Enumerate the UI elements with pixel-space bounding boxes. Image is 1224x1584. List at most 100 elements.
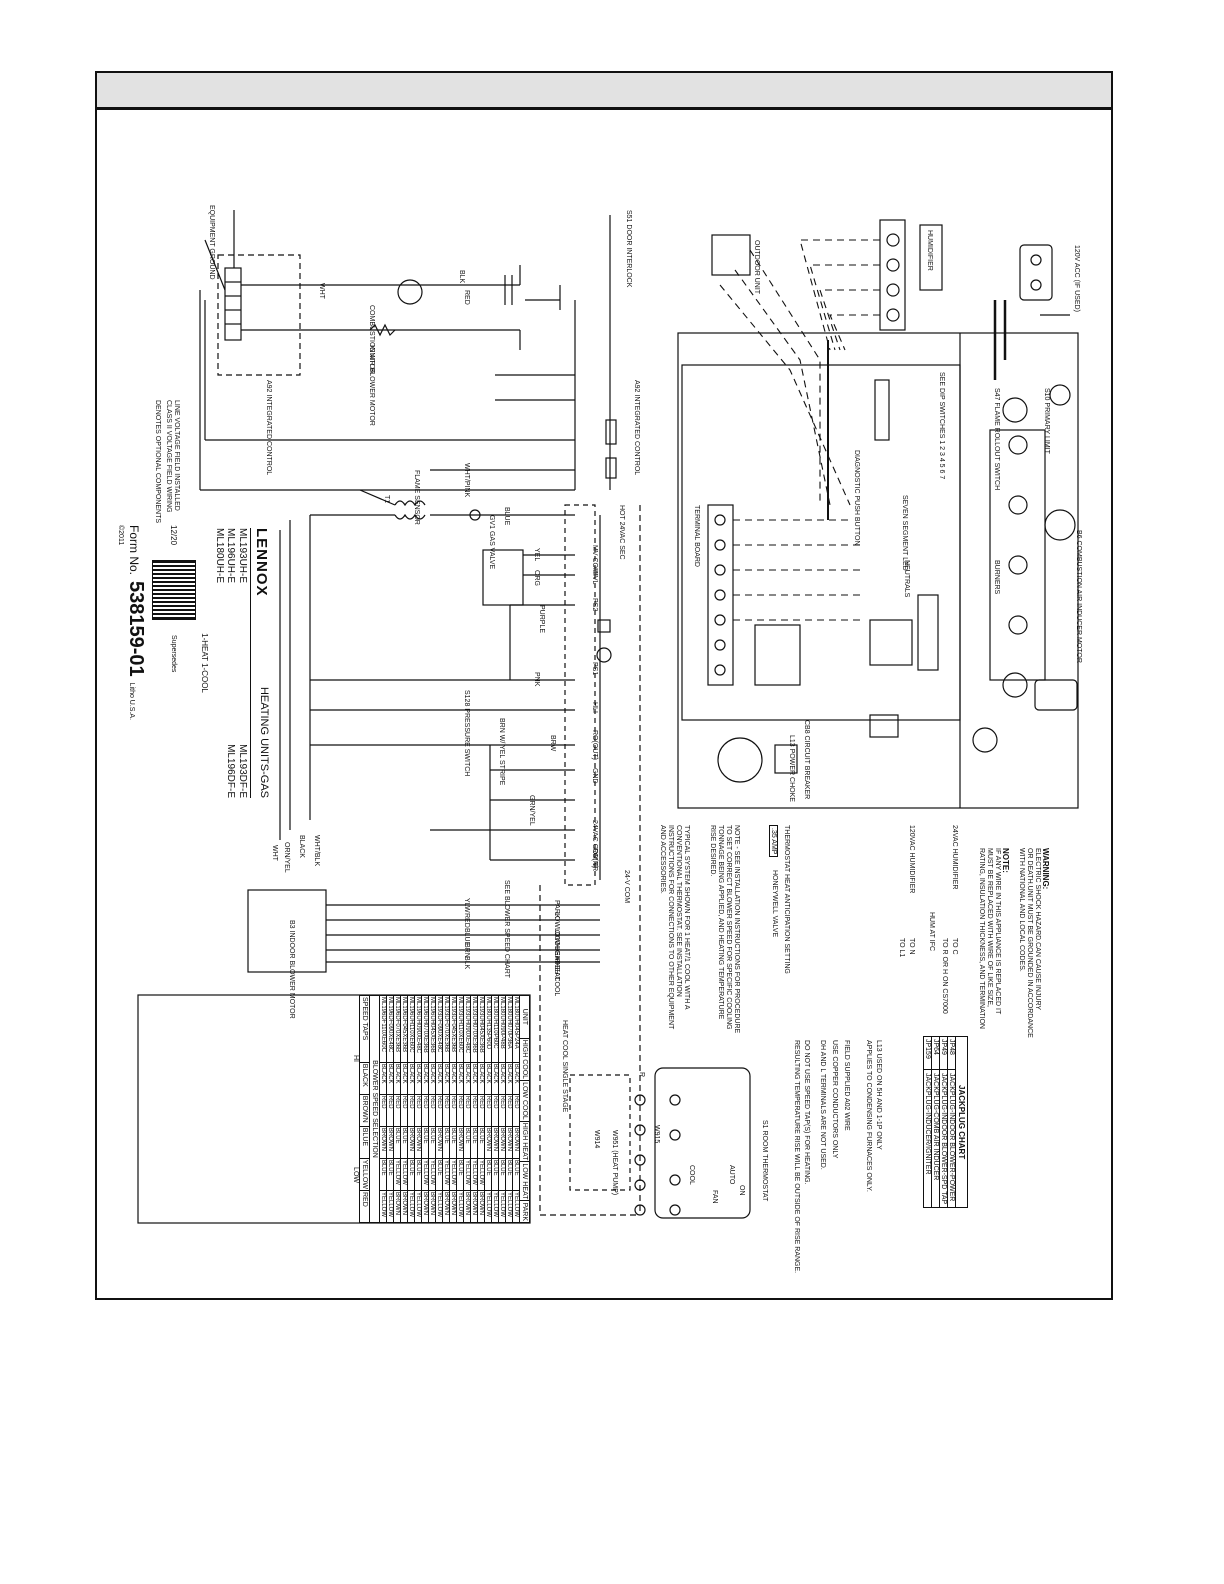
speed-tap: YELLOW	[360, 1158, 369, 1191]
speed-tap: BROWN	[360, 1094, 369, 1127]
primary-limit-label: S10 PRIMARY LIMIT	[1043, 388, 1050, 454]
speed-cell: BROWN	[450, 1191, 456, 1215]
bottom-note: CONVENTIONAL THERMOSTAT. SEE INSTALLATIO…	[674, 825, 682, 997]
speed-cell: BLUE	[380, 1158, 386, 1191]
blower-wire: BLK	[463, 956, 470, 970]
unit-model: ML196UH070XE36B	[422, 996, 428, 1063]
see-blower-chart: SEE BLOWER SPEED CHART	[503, 880, 510, 978]
wire-label: WHT	[318, 283, 325, 299]
speed-cell: BLACK	[499, 1062, 505, 1095]
note-line: IF ANY WIRE IN THIS APPLIANCE IS REPLACE…	[993, 848, 1001, 1015]
speed-tap: BLUE	[360, 1126, 369, 1159]
unit-model: ML196DF045XE36B	[401, 996, 407, 1063]
ignitor-label: IGNITOR	[368, 345, 375, 375]
speed-cell: BLACK	[450, 1062, 456, 1095]
footnote: L13 USED ON 5H AND 1-1P ONLY	[875, 1040, 882, 1150]
speed-cell: YELLOW	[506, 1191, 512, 1217]
legend-line-voltage: LINE VOLTAGE FIELD INSTALLED	[173, 400, 180, 511]
unit-model: ML180UH070P36A	[506, 996, 512, 1063]
speed-cell: BLUE	[415, 1158, 421, 1191]
speed-footer: BLOWER SPEED SELECTION	[369, 995, 379, 1223]
speed-cell: BROWN	[415, 1126, 421, 1159]
terminal-block	[224, 267, 242, 341]
speed-cell: YELLOW	[415, 1191, 421, 1217]
models-left: ML193UH-E ML196UH-E ML180UH-E	[214, 528, 248, 583]
speed-cell: BLUE	[485, 1158, 491, 1191]
wire-label: BLACK	[298, 835, 305, 858]
unit-model: ML193UH045XE36B	[478, 996, 484, 1063]
unit-model: ML196DF110XE60C	[380, 996, 386, 1063]
speed-cell: BROWN	[485, 1126, 491, 1159]
thermostat-terminal: R	[638, 1072, 645, 1078]
control-terminal: HOT 24VAC SEC	[618, 505, 625, 560]
speed-cell: BLACK	[401, 1062, 407, 1095]
humidifier-note: TO N	[908, 938, 915, 955]
wire-label: BLUE	[503, 507, 510, 526]
humidifier-note: HUM AT IFC	[928, 912, 935, 952]
speed-cell: BROWN	[506, 1126, 512, 1159]
humidifier-note: TO L1	[898, 938, 905, 958]
speed-cell: RED	[387, 1094, 393, 1127]
speed-cell: RED	[429, 1094, 435, 1127]
speed-cell: BLACK	[506, 1062, 512, 1095]
inducer-motor-label: B6 COMBUSTION AIR INDUCER MOTOR	[1075, 530, 1082, 663]
speed-cell: BLUE	[436, 1158, 442, 1191]
power-choke-label: L13 POWER CHOKE	[788, 735, 795, 802]
speed-cell: BROWN	[401, 1191, 407, 1215]
jackplug-code: JP64	[932, 1037, 939, 1070]
speed-cell: BROWN	[429, 1191, 435, 1215]
speed-cell: BLUE	[478, 1126, 484, 1159]
speed-cell: RED	[394, 1094, 400, 1127]
speed-cell: BLACK	[422, 1062, 428, 1095]
speed-cell: BLACK	[394, 1062, 400, 1095]
speed-level-hi: HI	[352, 1055, 359, 1062]
speed-header: HIGH COOL	[520, 1038, 529, 1082]
speed-cell: BLACK	[485, 1062, 491, 1095]
jackplug-code: JP49	[940, 1037, 947, 1070]
bottom-note: TO SET CORRECT BLOWER SPEED FOR SPECIFIC…	[724, 825, 732, 1030]
title-block: LENNOX HEATING UNITS-GAS ML193UH-E ML196…	[197, 528, 272, 798]
jackplug-row: JP64 JACKPLUG-COMB AIR INDUCER	[931, 1037, 939, 1208]
thermostat-terminal: W914	[593, 1130, 600, 1149]
outdoor-unit-label: OUTDOOR UNIT	[753, 240, 760, 295]
speed-cell: BLUE	[506, 1158, 512, 1191]
bottom-note-block: TYPICAL SYSTEM SHOWN FOR 1 HEAT/1 COOL W…	[658, 825, 690, 1029]
speed-cell: BLACK	[415, 1062, 421, 1095]
speed-cell: BROWN	[387, 1126, 393, 1159]
header-bar	[97, 73, 1111, 110]
bottom-note-block: NOTE - SEE INSTALLATION INSTRUCTIONS FOR…	[708, 825, 740, 1033]
heat-cool-label: HEAT COOL SINGLE STAGE	[561, 1020, 568, 1113]
anticipation-valve: HONEYWELL VALVE	[771, 870, 778, 938]
note-line: MUST BE REPLACED WITH WIRE OF LIKE SIZE,	[985, 848, 993, 1007]
speed-taps-row: SPEED TAPS BLACK BROWN BLUE YELLOW RED	[359, 995, 369, 1223]
brand-logo: LENNOX	[253, 528, 270, 597]
speed-taps-levels: HI LOW	[352, 995, 359, 1223]
speed-cell: RED	[492, 1094, 498, 1127]
unit-model: ML196UH090XE48C	[415, 996, 421, 1063]
indoor-motor-label: B3 INDOOR BLOWER MOTOR	[288, 920, 295, 1019]
speed-cell: RED	[436, 1094, 442, 1127]
bottom-note: AND ACCESSORIES.	[658, 825, 666, 894]
bottom-note: TYPICAL SYSTEM SHOWN FOR 1 HEAT/1 COOL W…	[683, 825, 690, 1010]
speed-cell: YELLOW	[380, 1191, 386, 1217]
speed-cell: RED	[478, 1094, 484, 1127]
speed-cell: RED	[471, 1094, 477, 1127]
wire-label: WHT	[271, 845, 278, 861]
door-interlock-label: S51 DOOR INTERLOCK	[625, 210, 632, 288]
blower-wire: YLW	[463, 898, 470, 913]
barcode-icon	[152, 559, 196, 621]
neutrals-label: NEUTRALS	[903, 560, 910, 598]
thermostat-terminal: COOL	[688, 1165, 695, 1185]
speed-cell: BROWN	[394, 1191, 400, 1215]
wire-label: WHT/BLK	[313, 835, 320, 867]
speed-header: HIGH HEAT	[520, 1121, 529, 1163]
speed-cell: BLUE	[471, 1126, 477, 1159]
legend-optional: DENOTES OPTIONAL COMPONENTS	[153, 400, 161, 524]
note-block: NOTE: IF ANY WIRE IN THIS APPLIANCE IS R…	[977, 848, 1010, 1029]
note-line: RATING, INSULATION THICKNESS, AND TERMIN…	[977, 848, 985, 1029]
